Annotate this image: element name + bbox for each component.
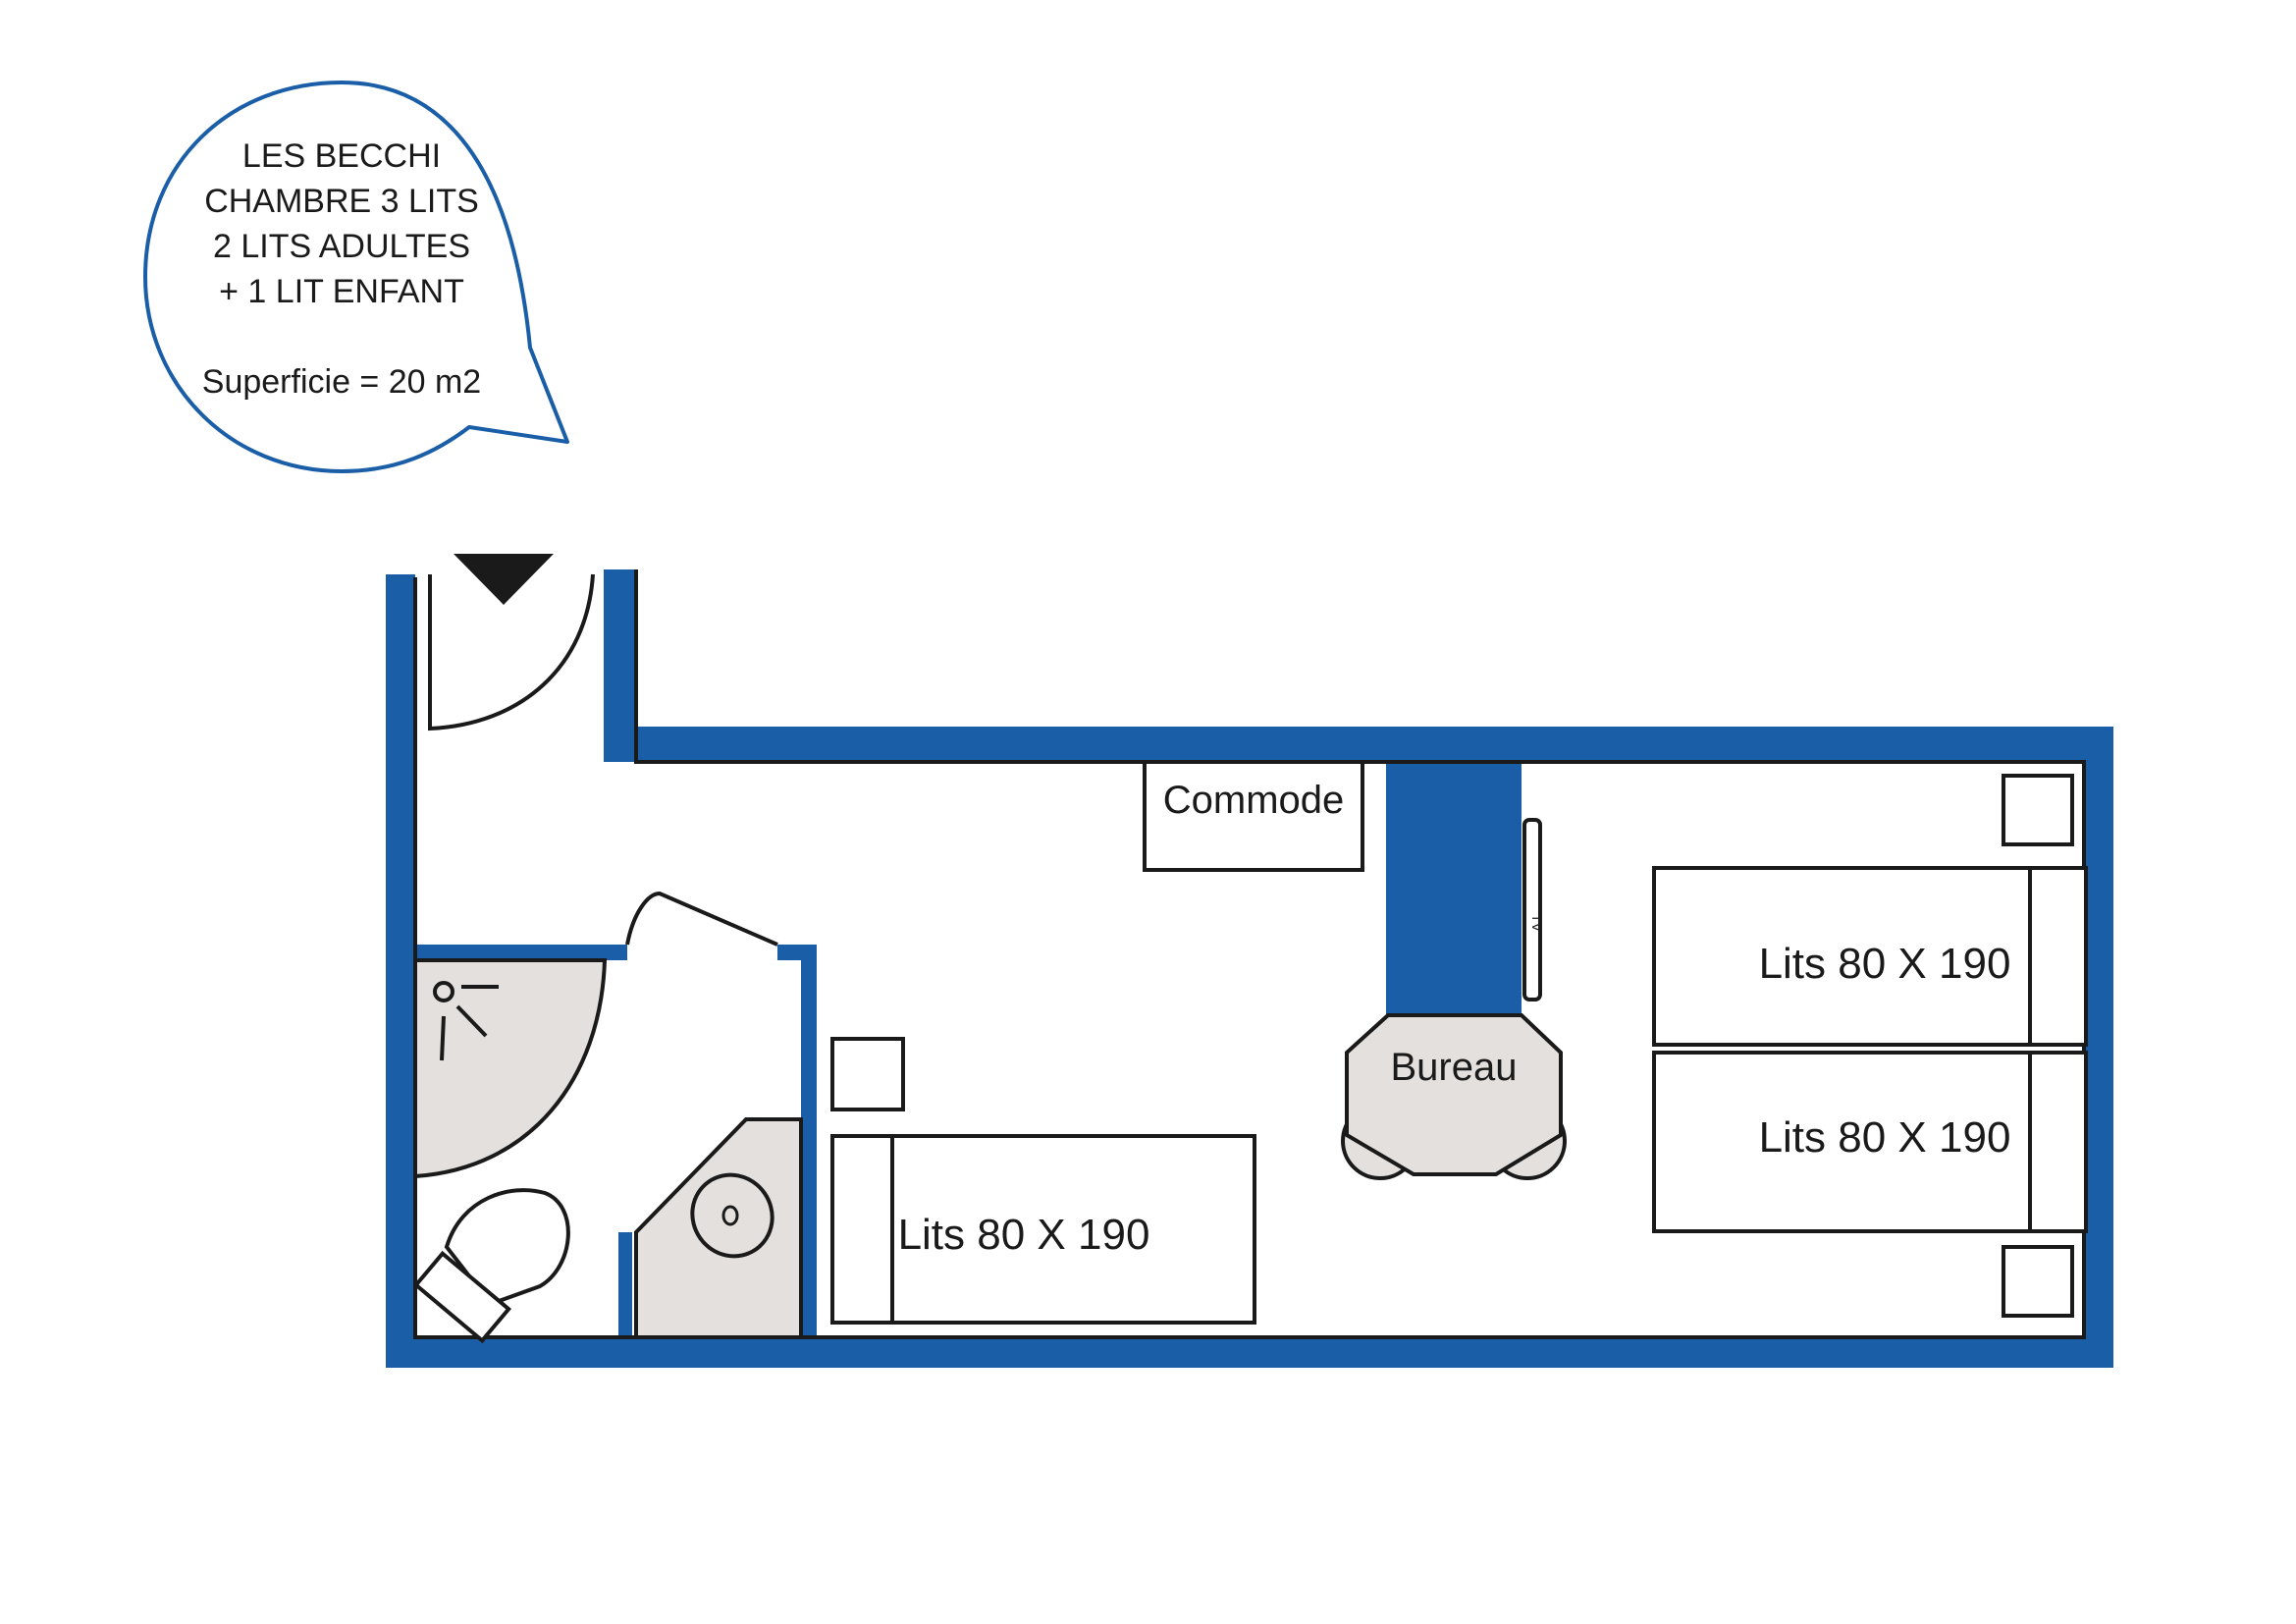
bed-single xyxy=(830,1134,1256,1325)
bubble-line-3: 2 LITS ADULTES xyxy=(213,228,470,265)
shower-tray xyxy=(413,958,608,1179)
bathroom-door-swing-icon xyxy=(625,891,778,947)
wall-left xyxy=(386,574,415,1368)
bed-bottom xyxy=(1652,1051,2088,1233)
bedside-table-icon xyxy=(2002,774,2074,846)
bathroom-wall-right xyxy=(801,945,817,1337)
bubble-area: Superficie = 20 m2 xyxy=(202,363,481,401)
tv-label: TV xyxy=(1529,914,1545,933)
toilet-icon xyxy=(412,1188,570,1344)
bedside-table-icon xyxy=(830,1037,905,1111)
bed-top-label: Lits 80 X 190 xyxy=(1759,940,2011,988)
wall-bottom xyxy=(386,1337,2113,1368)
bedside-table-icon xyxy=(2002,1245,2074,1318)
sink-drain xyxy=(721,1205,739,1226)
interior-outline xyxy=(413,569,2086,1339)
commode xyxy=(1143,760,1364,872)
sink-counter xyxy=(634,1117,803,1339)
walls xyxy=(386,569,2113,1368)
partition-pillar xyxy=(1386,762,1522,1015)
bubble-line-1: LES BECCHI xyxy=(242,137,441,175)
bubble-outline xyxy=(143,81,569,473)
bathroom-wall-inner xyxy=(618,1232,632,1337)
bed-bottom-label: Lits 80 X 190 xyxy=(1759,1113,2011,1162)
tv xyxy=(1522,818,1542,1001)
bed-single-label: Lits 80 X 190 xyxy=(898,1211,1150,1259)
desk xyxy=(1341,1013,1567,1180)
wall-top xyxy=(604,727,2113,762)
shower-head-icon xyxy=(433,981,499,1061)
sink-icon xyxy=(690,1172,774,1259)
bureau-label: Bureau xyxy=(1391,1046,1518,1089)
info-bubble: LES BECCHI CHAMBRE 3 LITS 2 LITS ADULTES… xyxy=(143,81,569,473)
bubble-line-4: + 1 LIT ENFANT xyxy=(219,273,464,310)
bathroom-wall-top-left xyxy=(415,945,627,960)
commode-label: Commode xyxy=(1163,779,1345,822)
bed-top xyxy=(1652,866,2088,1047)
bubble-line-2: CHAMBRE 3 LITS xyxy=(204,183,479,220)
wall-entry-right xyxy=(604,569,636,762)
door-swing-icon xyxy=(428,573,595,731)
entrance-arrow-icon xyxy=(454,554,554,605)
wall-right xyxy=(2084,727,2113,1368)
